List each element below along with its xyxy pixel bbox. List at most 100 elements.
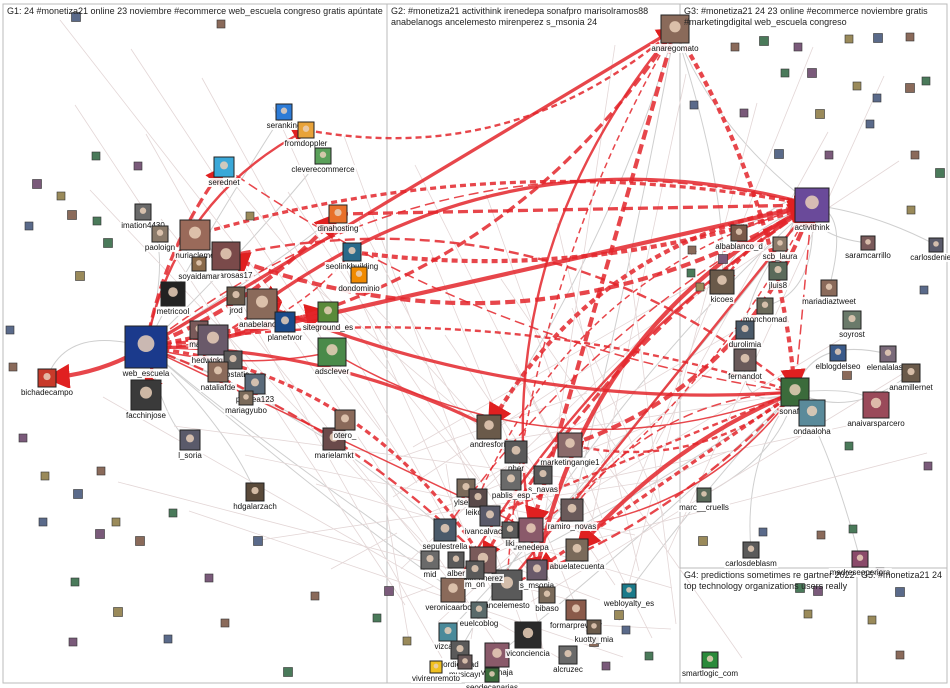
- node-seodecanarias[interactable]: seodecanarias: [464, 667, 520, 688]
- node-m_onc[interactable]: m_on: [463, 560, 487, 589]
- node-metricool[interactable]: metricool: [155, 281, 191, 316]
- node-fernandot[interactable]: fernandot: [727, 348, 764, 381]
- node-sepulestrella[interactable]: sepulestrella: [421, 518, 470, 551]
- node-label: nuriacleme: [175, 251, 215, 260]
- node-adsclever[interactable]: adsclever: [313, 337, 351, 376]
- node-anaivarsparcero[interactable]: anaivarsparcero: [846, 391, 907, 428]
- node-webloyalty_es[interactable]: webloyalty_es: [601, 583, 656, 608]
- node-marketingangie2[interactable]: liki: [501, 521, 519, 548]
- avatar-face-icon: [43, 372, 51, 381]
- node-siteground_es[interactable]: siteground_es: [301, 301, 355, 332]
- node-ramiro_novas[interactable]: ramiro_novas: [546, 498, 598, 531]
- node-marc__cruells[interactable]: marc__cruells: [678, 487, 730, 512]
- node-monchomad[interactable]: monchomad: [741, 297, 789, 324]
- minor-node: [695, 282, 705, 292]
- node-formarprevenir[interactable]: formarprevenir: [548, 599, 604, 630]
- node-kicoes[interactable]: kicoes: [709, 269, 735, 304]
- node-viconciencia[interactable]: viconciencia: [505, 621, 552, 658]
- node-leikobs[interactable]: leikobs: [464, 488, 492, 517]
- node-label: vizca75: [434, 642, 462, 651]
- node-alcruzec[interactable]: alcruzec: [552, 645, 584, 674]
- node-facchinjose[interactable]: facchinjose: [124, 379, 168, 420]
- node-hedwigkudo[interactable]: hedwigkudo: [190, 324, 236, 365]
- node-web_escuela[interactable]: web_escuela: [120, 325, 171, 378]
- node-irenedepa[interactable]: irenedepa: [512, 517, 551, 552]
- minor-node: [758, 527, 768, 537]
- node-mariadiaztweet[interactable]: mariadiaztweet: [801, 279, 858, 306]
- avatar-face-icon: [506, 525, 514, 532]
- node-activithink[interactable]: activithink: [793, 187, 832, 232]
- node-perbea123[interactable]: perbea123: [234, 373, 276, 404]
- avatar-face-icon: [232, 290, 240, 299]
- node-otero_[interactable]: otero_: [332, 409, 358, 440]
- node-dinahosting[interactable]: dinahosting: [316, 204, 360, 233]
- node-anamillernet[interactable]: anamillernet: [888, 363, 935, 392]
- edge-strong: [223, 166, 796, 396]
- node-alblablanco_d[interactable]: albablanco_d: [714, 224, 764, 251]
- avatar-face-icon: [543, 590, 551, 597]
- node-madreseoperiora[interactable]: madreseoperiora: [828, 550, 892, 577]
- node-ivancalvachee[interactable]: ivancalvachee: [463, 505, 517, 536]
- node-hdgalarzach[interactable]: hdgalarzach: [232, 482, 278, 511]
- node-smartlogic_com[interactable]: smartlogic_com: [680, 651, 740, 678]
- node-soyrost[interactable]: soyrost: [838, 310, 867, 339]
- node-marketingangie1[interactable]: marketingangie1: [539, 432, 602, 467]
- minor-node: [384, 586, 394, 596]
- node-musicayl[interactable]: musicayr: [447, 654, 483, 679]
- node-anabelanogs[interactable]: anabelanogs: [238, 288, 286, 329]
- node-pablis_esp[interactable]: pablis_esp: [490, 469, 532, 500]
- node-vivirenremoto[interactable]: vivirenremoto: [410, 660, 462, 683]
- node-anaregomato[interactable]: anaregomato: [650, 14, 701, 53]
- node-nataliafde[interactable]: nataliafde: [199, 361, 237, 392]
- node-seranking[interactable]: seranking: [265, 103, 303, 130]
- node-l_soria[interactable]: l_soria: [177, 429, 204, 460]
- node-fromdoppler[interactable]: fromdoppler: [283, 121, 329, 148]
- node-kuotty_mia[interactable]: kuotty_mia: [573, 619, 615, 644]
- node-label: elenalalasm: [867, 363, 910, 372]
- node-saramcarrillo[interactable]: saramcarrillo: [844, 235, 893, 260]
- node-andresforn[interactable]: andresforn: [468, 414, 510, 449]
- node-rosanarosas17[interactable]: rosanarosas17: [198, 241, 255, 280]
- node-planetwor[interactable]: planetwor: [266, 311, 304, 342]
- node-bichadecampo[interactable]: bichadecampo: [19, 368, 75, 397]
- node-label: marc__cruells: [679, 503, 729, 512]
- node-s_msonia[interactable]: s_msonia: [518, 559, 556, 590]
- node-jrod[interactable]: jrod: [226, 286, 246, 315]
- edge-background: [627, 251, 677, 625]
- node-soyaidamar[interactable]: soyaidamar: [177, 256, 222, 281]
- node-label: kuotty_mia: [575, 635, 614, 644]
- node-serednet[interactable]: serednet: [207, 156, 242, 187]
- node-dondominio[interactable]: dondominio: [337, 266, 382, 293]
- node-s_navas[interactable]: s_navas: [527, 465, 559, 494]
- node-label: albablanco_d: [715, 242, 763, 251]
- node-jluis8[interactable]: jluis8: [766, 261, 789, 290]
- node-elblogdelseo[interactable]: elblogdelseo: [814, 344, 863, 371]
- node-imation4430[interactable]: imation4430: [120, 203, 167, 230]
- node-paoloign[interactable]: paoloign: [143, 225, 177, 252]
- minor-node: [774, 149, 784, 159]
- node-alber[interactable]: alber: [446, 551, 467, 578]
- node-durolimia[interactable]: durolimia: [727, 320, 763, 349]
- node-bibaso[interactable]: bibaso: [534, 586, 561, 613]
- node-vizcaya75[interactable]: vizca75: [433, 622, 464, 651]
- node-cleverecommerce[interactable]: cleverecommerce: [290, 147, 357, 174]
- node-abuelatecuenta[interactable]: abuelatecuenta: [548, 538, 606, 571]
- avatar-face-icon: [207, 331, 219, 344]
- node-mid[interactable]: mid: [420, 550, 440, 579]
- node-carlosdeblasm[interactable]: carlosdeblasm: [724, 541, 779, 568]
- node-sonafpro[interactable]: sonafpro: [778, 377, 813, 416]
- node-aldenna[interactable]: pher: [504, 440, 528, 473]
- node-nuriacleme[interactable]: nuriacleme: [174, 219, 217, 260]
- node-label: sepulestrella: [423, 542, 468, 551]
- node-scb_laura[interactable]: scb_laura: [761, 236, 799, 261]
- node-ondaaloha[interactable]: ondaaloha: [792, 399, 833, 436]
- node-mariagyubo[interactable]: mariagyubo: [224, 390, 269, 415]
- minor-node: [844, 34, 854, 44]
- node-label-bg: [766, 281, 789, 290]
- node-carlosdeniebla[interactable]: carlosdeniebla: [909, 237, 950, 262]
- node-elenalalasm[interactable]: elenalalasm: [865, 345, 911, 372]
- node-veronicaarboiro[interactable]: veronicaarboiro: [424, 577, 483, 612]
- avatar-face-icon: [539, 469, 547, 478]
- avatar-face-icon: [426, 554, 434, 563]
- node-eusebioblog[interactable]: euelcoblog: [458, 601, 500, 628]
